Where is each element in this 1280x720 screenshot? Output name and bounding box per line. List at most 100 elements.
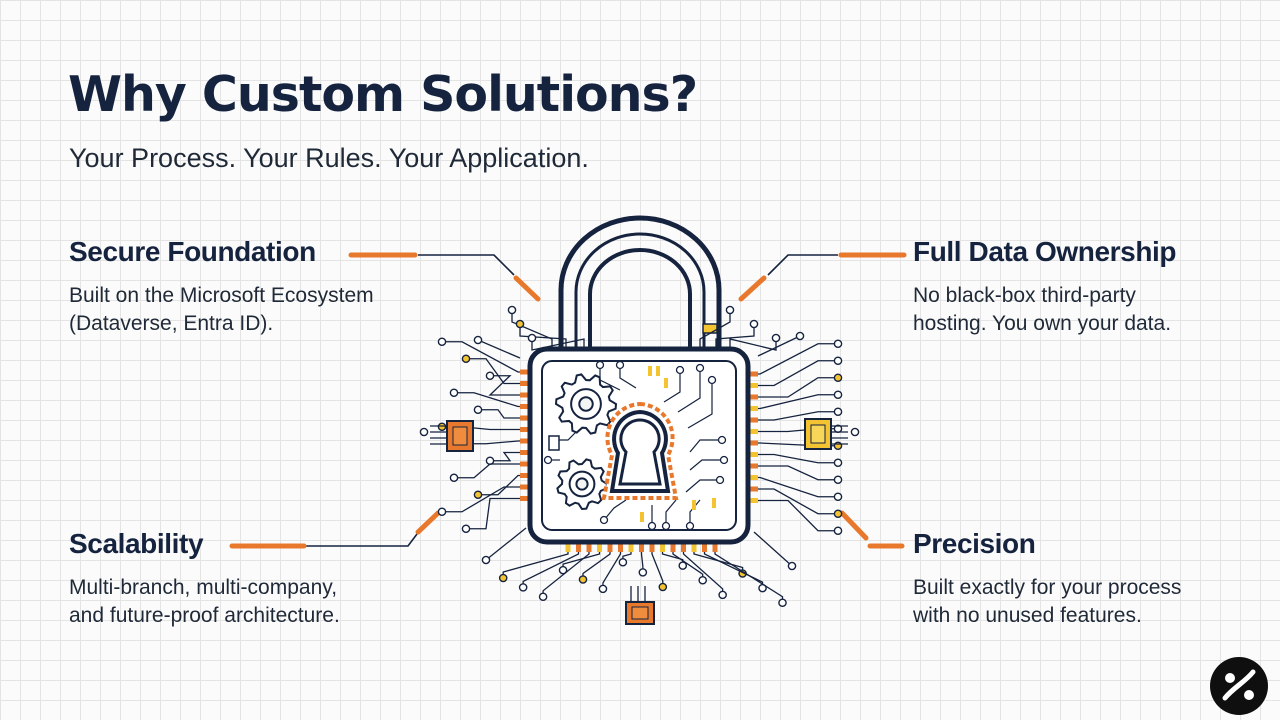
edge-pin	[750, 463, 758, 469]
circuit-node	[558, 565, 568, 575]
circuit-node	[833, 356, 843, 366]
edge-pin	[576, 544, 581, 552]
page-subtitle: Your Process. Your Rules. Your Applicati…	[69, 143, 589, 173]
edge-pin	[520, 461, 528, 467]
feature-description: Built exactly for your process with no u…	[913, 574, 1280, 630]
circuit-node	[771, 333, 781, 343]
edge-pin	[750, 429, 758, 434]
circuit-node	[833, 407, 843, 417]
feature-description: No black-box third-party hosting. You ow…	[913, 282, 1280, 338]
circuit-node	[485, 456, 495, 466]
circuit-node	[725, 305, 735, 315]
circuit-node	[749, 319, 759, 329]
circuit-node	[527, 333, 537, 343]
edge-pin	[618, 544, 623, 552]
circuit-node	[698, 575, 708, 585]
circuit-node	[498, 573, 508, 583]
feature-secure-foundation: Secure Foundation Built on the Microsoft…	[69, 236, 449, 338]
feature-description: Multi-branch, multi-company, and future-…	[69, 574, 449, 630]
edge-pin	[702, 544, 707, 552]
circuit-traces	[419, 305, 860, 608]
gear-icon	[556, 458, 609, 511]
edge-pin	[520, 473, 528, 478]
keyhole-icon	[601, 401, 679, 500]
feature-title: Precision	[913, 528, 1036, 559]
connector-accents	[229, 252, 907, 549]
edge-pin	[712, 544, 718, 552]
circuit-node	[795, 331, 805, 341]
feature-full-data-ownership: Full Data Ownership No black-box third-p…	[913, 236, 1280, 338]
circuit-node	[598, 584, 608, 594]
inner-yellow-marks	[640, 366, 716, 522]
edge-pin	[520, 496, 528, 501]
circuit-node	[833, 492, 843, 502]
left-chip	[446, 420, 474, 452]
edge-pin	[750, 406, 758, 411]
edge-pin	[607, 544, 613, 552]
feature-description-line: with no unused features.	[913, 604, 1142, 627]
circuit-node	[578, 575, 588, 584]
gear-icon	[554, 373, 618, 435]
edge-pin	[520, 427, 528, 432]
circuit-node	[449, 388, 459, 398]
edge-pin	[520, 484, 528, 490]
edge-pin	[639, 544, 644, 552]
circuit-node	[507, 305, 517, 315]
feature-description-line: Built exactly for your process	[913, 576, 1182, 599]
edge-pin	[520, 369, 528, 375]
edge-pin	[597, 544, 602, 552]
circuit-node	[518, 583, 528, 592]
feature-description-line: Built on the Microsoft Ecosystem	[69, 284, 374, 307]
circuit-node	[833, 475, 843, 485]
small-component	[548, 435, 560, 451]
circuit-node	[515, 319, 525, 329]
circuit-node	[419, 427, 429, 437]
edge-pin	[520, 415, 528, 421]
circuit-node	[485, 371, 495, 381]
feature-description-line: and future-proof architecture.	[69, 604, 340, 627]
edge-pin	[520, 404, 528, 409]
circuit-node	[833, 458, 843, 468]
circuit-node	[449, 473, 459, 483]
feature-description-line: Multi-branch, multi-company,	[69, 576, 338, 599]
edge-pin	[628, 544, 634, 552]
circuit-node	[833, 526, 843, 536]
connector-scalability	[306, 529, 421, 547]
edge-pin	[520, 381, 528, 386]
feature-title: Full Data Ownership	[913, 236, 1177, 267]
circuit-node	[678, 561, 688, 570]
edge-pin	[750, 417, 758, 423]
edge-pin	[750, 498, 758, 503]
circuit-node	[638, 568, 648, 577]
connector-ownership	[767, 254, 838, 276]
feature-description-line: hosting. You own your data.	[913, 312, 1172, 335]
circuit-node	[473, 405, 483, 415]
circuit-node	[833, 390, 843, 400]
circuit-node	[437, 422, 447, 432]
edge-pin	[750, 475, 758, 480]
circuit-node	[850, 427, 860, 437]
circuit-node	[538, 592, 548, 602]
circuit-node	[618, 557, 628, 567]
connector-secure	[418, 254, 515, 276]
circuit-node	[833, 441, 843, 451]
feature-description: Built on the Microsoft Ecosystem (Datave…	[69, 282, 449, 338]
circuit-node	[833, 373, 843, 383]
edge-pin	[750, 394, 758, 400]
edge-pin	[750, 452, 758, 457]
circuit-node	[658, 582, 668, 592]
edge-pin	[649, 544, 655, 552]
circuit-node	[787, 561, 797, 571]
edge-pin	[750, 371, 758, 377]
shackle-marker	[702, 323, 718, 334]
edge-pin	[520, 450, 528, 455]
bottom-chip	[625, 601, 655, 625]
edge-pin	[565, 544, 571, 552]
edge-pin	[520, 392, 528, 398]
edge-pin	[681, 544, 686, 552]
page-title: Why Custom Solutions?	[68, 66, 698, 123]
feature-title: Secure Foundation	[69, 236, 316, 267]
logo-badge-icon	[1210, 657, 1268, 715]
circuit-node	[473, 335, 483, 345]
